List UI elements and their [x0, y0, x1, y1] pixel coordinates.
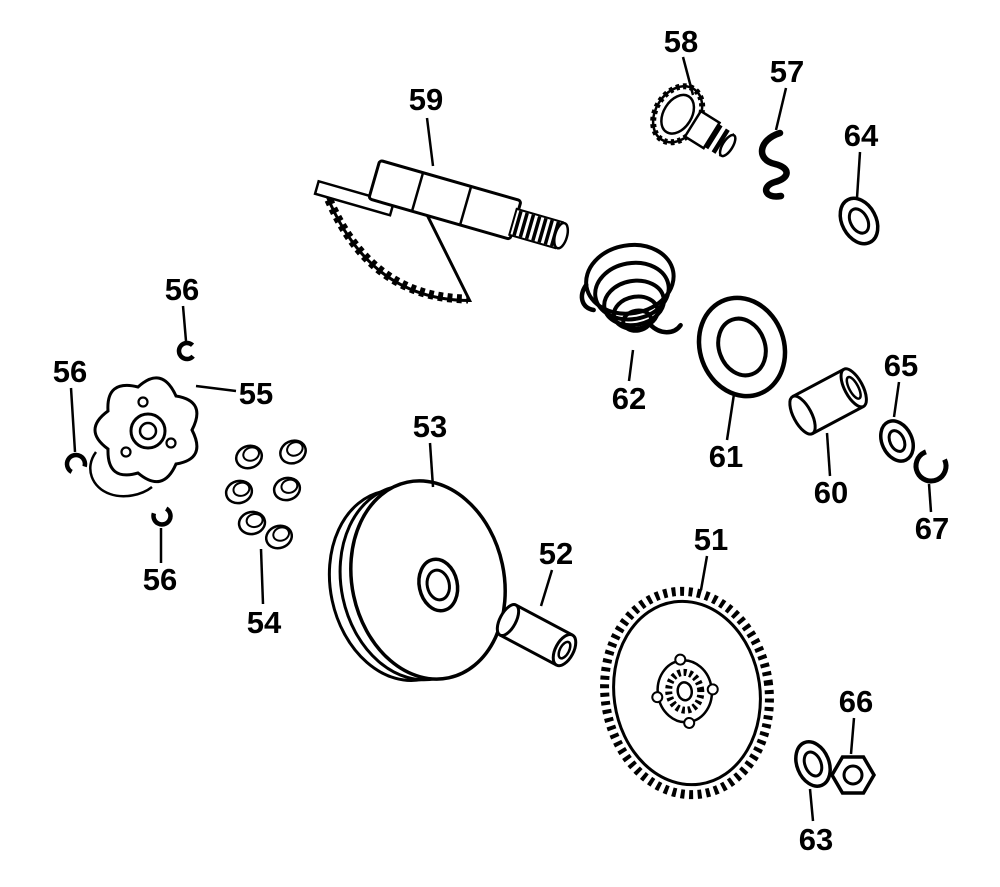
part-label-57: 57 [770, 54, 804, 89]
pinion-teeth [704, 124, 734, 157]
part-55-ramp-plate [89, 376, 199, 498]
leader-64 [855, 151, 862, 199]
bore [557, 640, 572, 660]
part-58-starter-pinion [650, 83, 737, 158]
part-label-63: 63 [799, 822, 833, 857]
part-56-clip-left [64, 452, 88, 476]
leader-56-left [69, 387, 77, 453]
leader-51 [699, 555, 709, 591]
bore [845, 375, 862, 400]
part-53-drive-face [327, 479, 507, 682]
leader-62 [627, 349, 635, 382]
part-57-spring-clip [758, 129, 790, 200]
part-61-plate-washer [696, 295, 788, 399]
part-51-driven-sprocket [600, 586, 774, 800]
leader-57 [774, 87, 788, 131]
leader-56-top [181, 305, 188, 342]
leader-63 [808, 788, 815, 822]
hub-spline [665, 668, 705, 714]
roller [224, 479, 254, 505]
leader-lines [69, 56, 933, 822]
part-54-roller-weights [224, 439, 307, 550]
part-label-52: 52 [539, 536, 573, 571]
part-67-snap-ring [913, 448, 949, 484]
roller [234, 444, 264, 470]
part-59-kickstart-shaft [313, 159, 570, 304]
part-label-66: 66 [839, 684, 873, 719]
spring-hook [579, 282, 596, 313]
roller [237, 510, 267, 536]
spline-teeth [512, 210, 561, 247]
part-label-59: 59 [409, 82, 443, 117]
part-label-60: 60 [814, 475, 848, 510]
part-label-54: 54 [247, 605, 282, 640]
part-52-spacer [495, 603, 578, 668]
part-64-washer [838, 196, 880, 246]
leader-58 [681, 56, 695, 96]
part-label-56-top: 56 [165, 272, 199, 307]
part-label-61: 61 [709, 439, 743, 474]
part-label-65: 65 [884, 348, 918, 383]
part-label-62: 62 [612, 381, 646, 416]
part-label-56-bottom: 56 [143, 562, 177, 597]
part-label-58: 58 [664, 24, 698, 59]
roller [272, 476, 302, 502]
leader-60 [825, 432, 832, 477]
part-62-return-spring [579, 242, 683, 335]
part-56-clip-top [176, 340, 198, 362]
part-65-washer [879, 419, 915, 463]
leader-65 [892, 381, 901, 418]
roller [264, 524, 294, 550]
leader-67 [927, 483, 933, 513]
spring-tail [647, 322, 683, 335]
part-label-53: 53 [413, 409, 447, 444]
part-56-clip-bottom [151, 505, 173, 527]
shaft-arm [313, 179, 396, 217]
leader-61 [725, 393, 736, 441]
part-label-56-left: 56 [53, 354, 87, 389]
part-label-64: 64 [844, 118, 879, 153]
guide-edge [89, 451, 153, 498]
part-label-67: 67 [915, 511, 949, 546]
leader-55 [195, 384, 237, 393]
part-66-nut [829, 755, 877, 795]
part-label-55: 55 [239, 376, 273, 411]
part-63-washer [794, 740, 832, 788]
part-60-collar [788, 367, 868, 436]
part-labels: 59 58 57 64 56 56 55 53 62 61 60 65 67 5… [53, 24, 949, 857]
leader-52 [539, 569, 554, 607]
part-label-51: 51 [694, 522, 728, 557]
sprocket-teeth [600, 586, 774, 800]
leader-66 [849, 717, 856, 755]
leader-53 [428, 442, 435, 488]
roller [279, 439, 307, 465]
leader-54 [259, 548, 265, 605]
leader-59 [425, 117, 435, 167]
